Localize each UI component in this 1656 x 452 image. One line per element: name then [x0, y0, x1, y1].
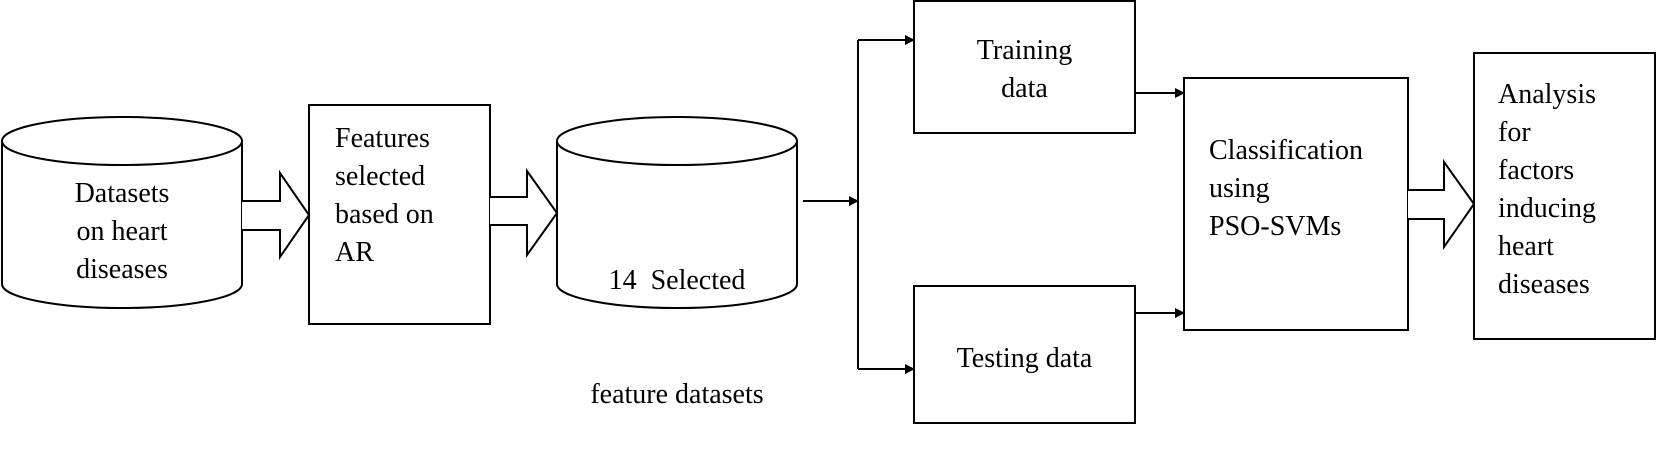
selected-line-2: feature datasets	[590, 379, 764, 410]
features-label: Features selected based on AR	[335, 120, 485, 272]
training-line-2: data	[1001, 73, 1048, 104]
training-line-1: Training	[976, 35, 1073, 66]
split-connector	[803, 35, 915, 374]
training-box	[913, 0, 1136, 134]
selected-label: 14 Selected feature datasets	[557, 186, 797, 452]
analysis-line-3: factors	[1498, 155, 1575, 186]
analysis-box	[1473, 52, 1656, 340]
analysis-line-1: Analysis	[1498, 79, 1596, 110]
datasets-line-1: Datasets	[74, 178, 170, 209]
features-line-3: based on	[335, 199, 434, 230]
selected-datasets-cylinder	[556, 116, 798, 309]
testing-label: Testing data	[914, 340, 1135, 378]
analysis-label: Analysis for factors inducing heart dise…	[1498, 76, 1648, 304]
testing-box	[913, 285, 1136, 424]
classification-line-3: PSO-SVMs	[1209, 211, 1342, 242]
features-box	[308, 104, 491, 325]
features-line-1: Features	[335, 123, 430, 154]
analysis-line-4: inducing	[1498, 193, 1596, 224]
testing-line-1: Testing data	[956, 343, 1093, 374]
classification-label: Classification using PSO-SVMs	[1209, 132, 1404, 246]
classification-line-1: Classification	[1209, 135, 1363, 166]
training-label: Training data	[914, 32, 1135, 108]
datasets-line-3: diseases	[76, 254, 168, 285]
classification-box	[1183, 77, 1409, 331]
classification-line-2: using	[1209, 173, 1270, 204]
features-line-2: selected	[335, 161, 426, 192]
datasets-line-2: on heart	[76, 216, 168, 247]
datasets-cylinder	[0, 116, 243, 309]
block-arrow-features-to-selected	[490, 167, 559, 259]
analysis-line-5: heart	[1498, 231, 1554, 262]
datasets-label: Datasets on heart diseases	[2, 175, 242, 289]
flow-diagram	[0, 0, 1656, 424]
analysis-line-2: for	[1498, 117, 1531, 148]
selected-line-1: 14 Selected	[608, 265, 746, 296]
block-arrow-datasets-to-features	[242, 169, 311, 261]
block-arrow-classification-to-analysis	[1408, 158, 1476, 251]
features-line-4: AR	[335, 237, 374, 268]
analysis-line-6: diseases	[1498, 269, 1590, 300]
